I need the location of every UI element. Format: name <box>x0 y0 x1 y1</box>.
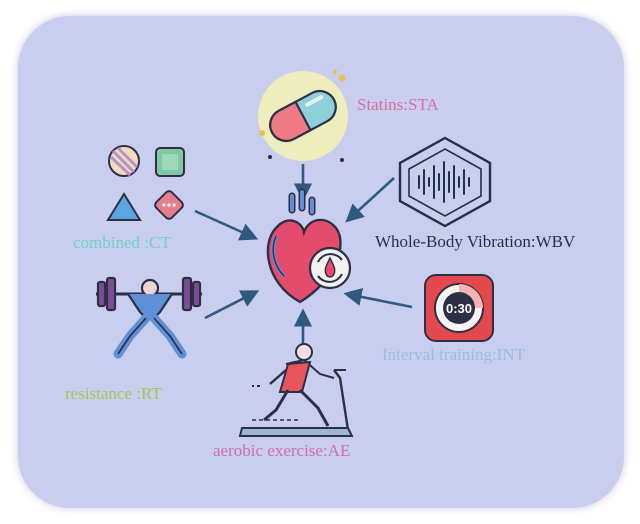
label-int: Interval training:INT <box>382 345 526 364</box>
label-ae: aerobic exercise:AE <box>213 441 351 460</box>
timer-display: 0:30 <box>446 301 472 316</box>
heart-icon <box>266 188 352 304</box>
arrow-ct <box>194 209 259 241</box>
barbell-icon <box>96 276 202 359</box>
vibration-icon <box>398 136 492 228</box>
treadmill-icon <box>238 343 354 437</box>
timer-icon: 0:30 <box>424 274 494 342</box>
arrows <box>194 164 413 348</box>
label-sta: Statins:STA <box>357 95 439 114</box>
label-rt: resistance :RT <box>65 384 162 403</box>
arrow-int <box>343 287 413 309</box>
arrow-rt <box>204 290 260 320</box>
shapes-icon <box>106 145 185 221</box>
label-ct: combined :CT <box>73 233 171 252</box>
pill-icon <box>258 69 348 162</box>
arrow-wbv <box>345 177 395 223</box>
label-wbv: Whole-Body Vibration:WBV <box>375 232 576 251</box>
